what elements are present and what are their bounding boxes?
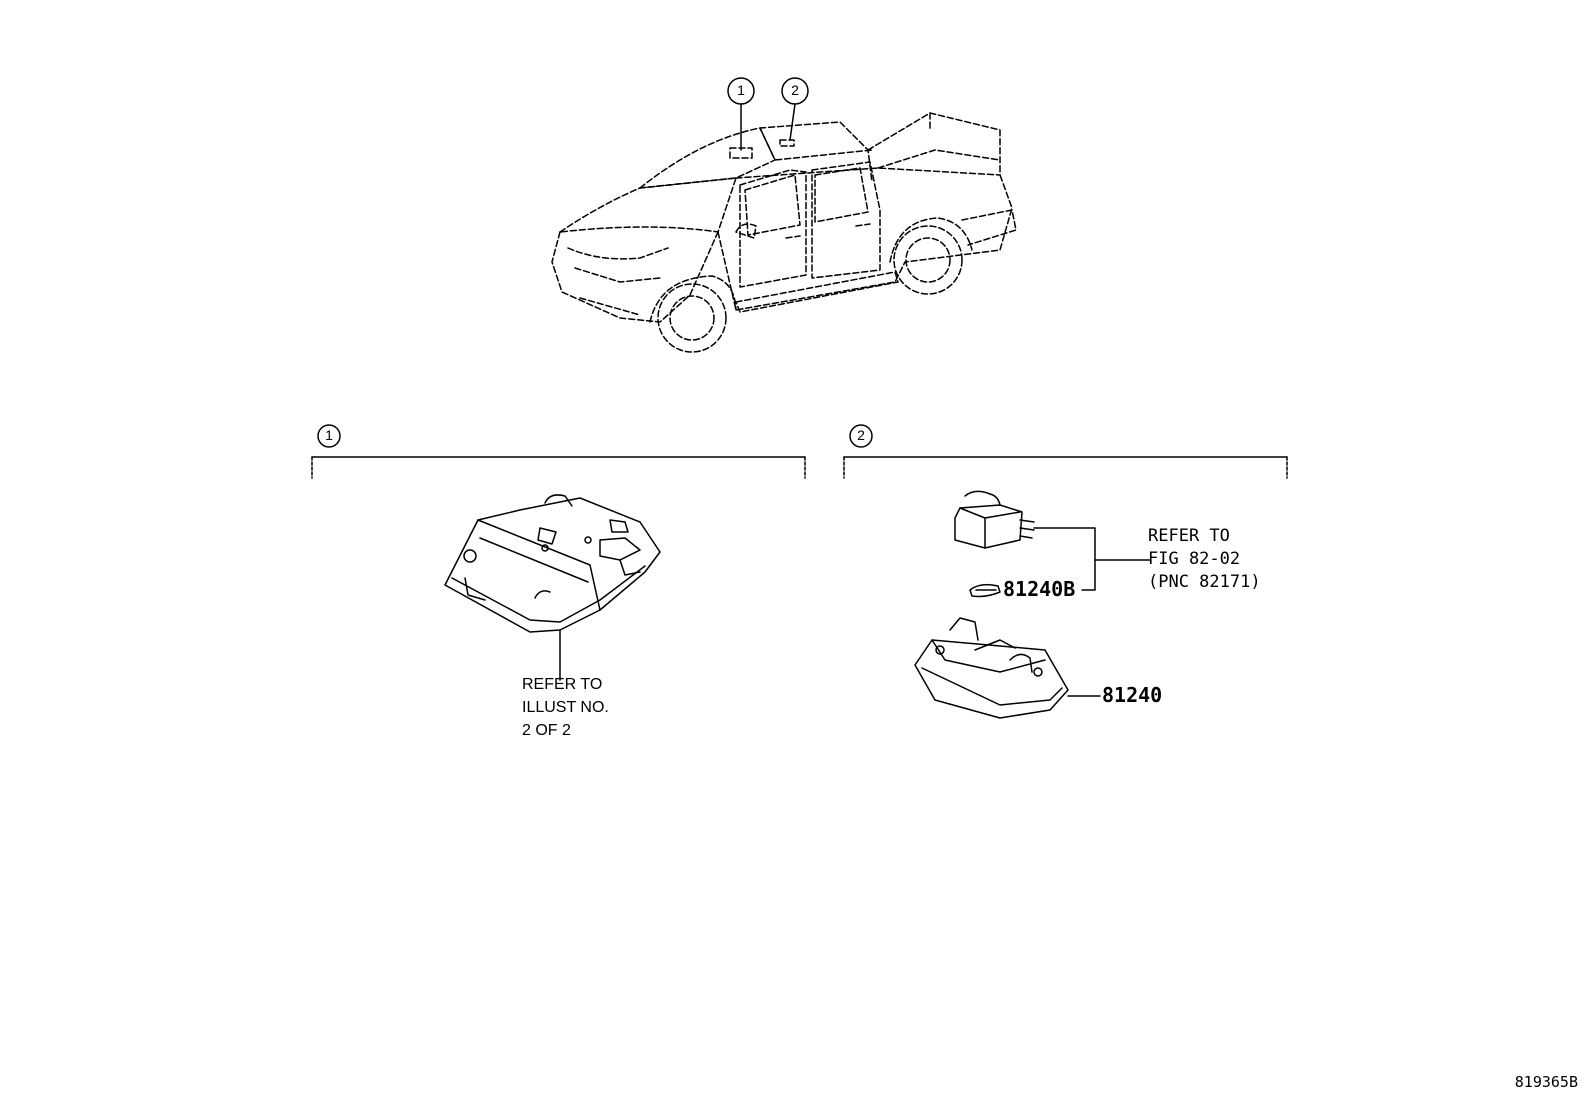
section-2-reference-line-1: REFER TO bbox=[1148, 526, 1230, 546]
section-2-bracket bbox=[843, 424, 1288, 479]
section-1-reference-line-3: 2 OF 2 bbox=[522, 722, 571, 739]
section-1-bracket bbox=[311, 424, 806, 479]
section-1-reference-line-2: ILLUST NO. bbox=[522, 699, 609, 716]
section-2-reference-line-3: (PNC 82171) bbox=[1148, 572, 1261, 592]
overhead-console-illustration bbox=[444, 494, 661, 681]
wheels bbox=[649, 217, 973, 353]
socket-connector-illustration bbox=[954, 490, 1151, 591]
room-lamp-assembly-illustration bbox=[914, 617, 1101, 719]
figure-id: 819365B bbox=[1514, 1073, 1578, 1091]
section-1-reference-line-1: REFER TO bbox=[522, 676, 603, 693]
pickup-truck-illustration bbox=[551, 112, 1017, 323]
section-2-reference-line-2: FIG 82-02 bbox=[1148, 549, 1241, 569]
truck-callout-2-number: 2 bbox=[791, 82, 799, 98]
truck-callout-2 bbox=[781, 77, 809, 141]
truck-callout-1 bbox=[727, 77, 755, 151]
part-number-lamp-assembly: 81240 bbox=[1102, 683, 1163, 707]
section-2-callout-number: 2 bbox=[857, 427, 865, 443]
bulb-illustration bbox=[969, 583, 1001, 598]
truck-callout-1-number: 1 bbox=[737, 82, 745, 98]
section-1-callout-number: 1 bbox=[325, 427, 333, 443]
part-number-bulb: 81240B bbox=[1003, 577, 1076, 601]
